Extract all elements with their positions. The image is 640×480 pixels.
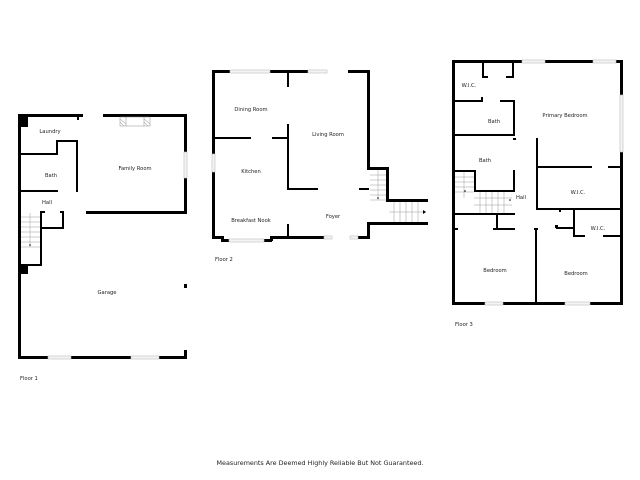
window	[47, 355, 72, 360]
room-label-primary-bedroom: Primary Bedroom	[542, 113, 587, 119]
floor-label-3: Floor 3	[455, 322, 473, 328]
room-label-hall: Hall	[516, 195, 526, 201]
room-label-breakfast-nook: Breakfast Nook	[231, 218, 271, 224]
window	[183, 151, 188, 179]
floor-3-plan: W.I.C. Bath Bath Primary Bedroom Hall W.…	[452, 59, 624, 328]
window	[521, 59, 546, 64]
window	[211, 153, 216, 173]
stairs-icon	[21, 213, 40, 248]
window	[592, 59, 617, 64]
window	[564, 301, 591, 306]
room-label-garage: Garage	[98, 290, 117, 296]
floor-label-2: Floor 2	[215, 257, 233, 263]
floor-2-plan: Dining Room Living Room Kitchen Breakfas…	[211, 69, 428, 263]
room-label-bath: Bath	[45, 173, 57, 179]
window	[619, 94, 624, 153]
window	[484, 301, 504, 306]
window	[229, 69, 271, 74]
room-label-bath-2: Bath	[479, 158, 491, 164]
room-label-bedroom-2: Bedroom	[564, 271, 587, 277]
window	[323, 235, 333, 240]
floor-1-plan: Laundry Bath Hall Family Room Garage Flo…	[18, 114, 188, 382]
room-label-laundry: Laundry	[39, 129, 60, 135]
stairs-icon	[370, 170, 426, 222]
room-label-bedroom-1: Bedroom	[483, 268, 506, 274]
room-label-living-room: Living Room	[312, 132, 344, 138]
room-label-dining-room: Dining Room	[234, 107, 267, 113]
room-label-hall: Hall	[42, 200, 52, 206]
disclaimer-text: Measurements Are Deemed Highly Reliable …	[216, 459, 424, 467]
stairs-icon	[455, 172, 512, 213]
window	[130, 355, 160, 360]
room-label-kitchen: Kitchen	[241, 169, 261, 175]
room-label-wic-2: W.I.C.	[571, 190, 586, 196]
window	[228, 238, 265, 243]
window	[307, 69, 328, 74]
room-label-bath-1: Bath	[488, 119, 500, 125]
floor-label-1: Floor 1	[20, 376, 38, 382]
room-label-foyer: Foyer	[326, 214, 341, 220]
room-label-wic-1: W.I.C.	[462, 83, 477, 89]
room-label-family-room: Family Room	[118, 166, 151, 172]
window	[349, 235, 359, 240]
fireplace-icon	[119, 116, 151, 127]
room-label-wic-3: W.I.C.	[591, 226, 606, 232]
